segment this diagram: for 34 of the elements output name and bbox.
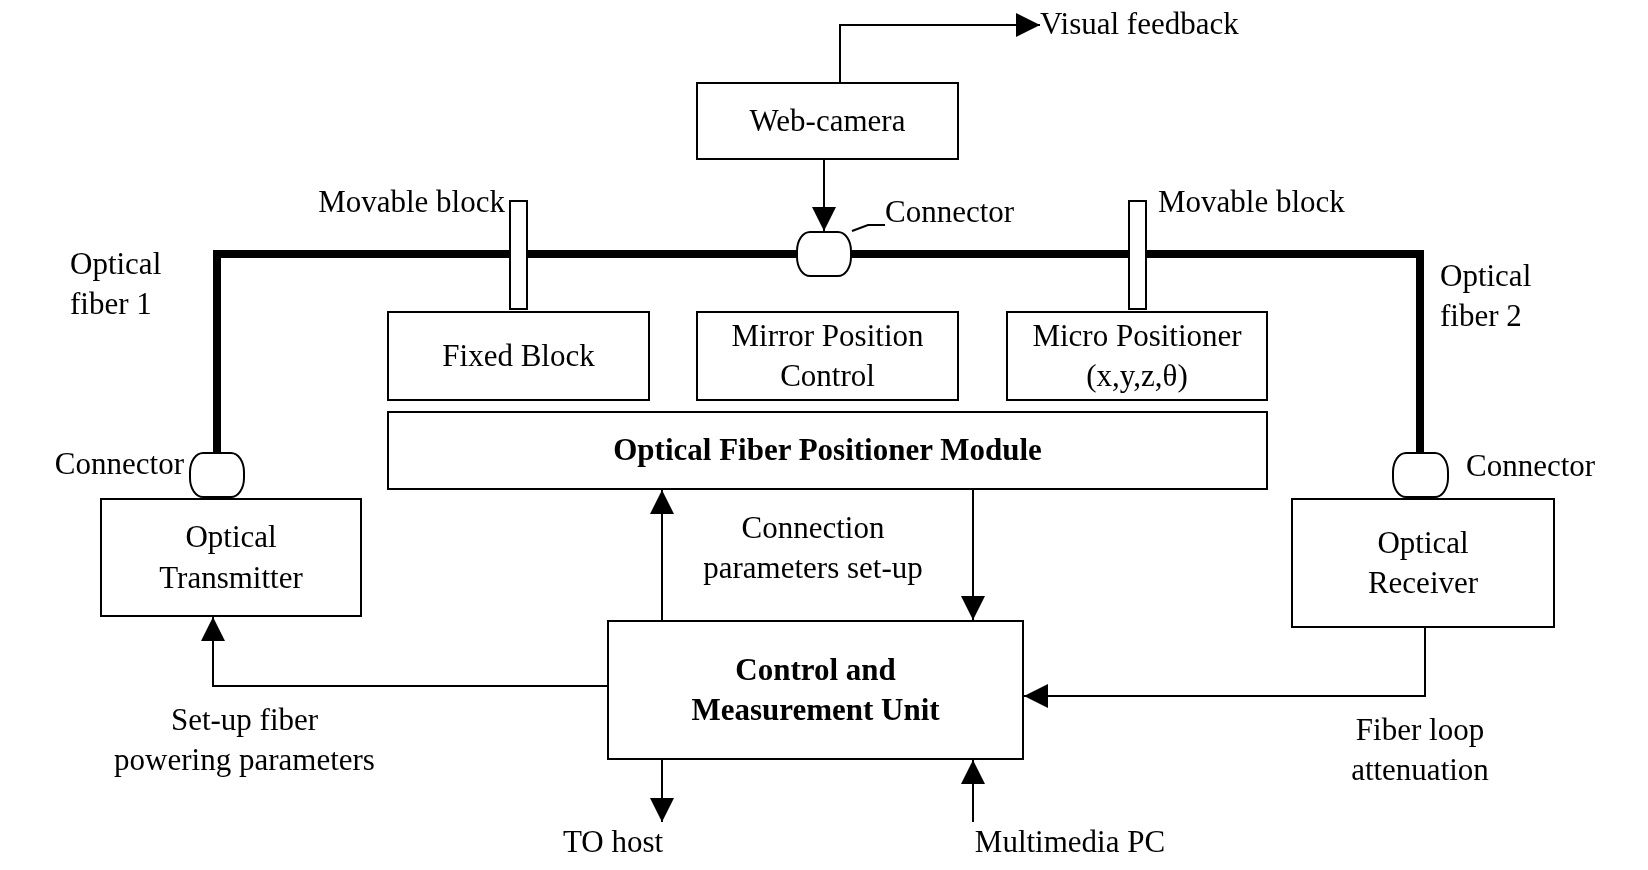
optical-fiber-line — [852, 250, 1424, 452]
leader-line — [851, 224, 886, 232]
arrow — [961, 759, 985, 823]
note-text: Optical fiber 2 — [1440, 257, 1533, 336]
arrow — [961, 489, 985, 621]
block-box: Control and Measurement Unit — [607, 620, 1024, 760]
optical-fiber-line — [213, 250, 796, 452]
arrow — [1023, 627, 1426, 708]
block-box: Micro Positioner (x,y,z,θ) — [1006, 311, 1268, 401]
arrow — [650, 489, 674, 621]
movable-block-bar — [509, 200, 528, 310]
block-box: Fixed Block — [387, 311, 650, 401]
arrow — [201, 616, 608, 687]
part-label: Movable block — [1158, 183, 1346, 221]
block-box: Optical Transmitter — [100, 498, 362, 617]
endpoint-text: Visual feedback — [1040, 4, 1310, 48]
part-label: Connector — [53, 445, 184, 483]
block-box: Optical Receiver — [1291, 498, 1555, 628]
part-label: Movable block — [317, 183, 505, 221]
note-text: Optical fiber 1 — [70, 245, 163, 324]
endpoint-text: TO host — [548, 822, 678, 866]
endpoint-text: Connector — [885, 192, 1055, 236]
block-box: Optical Fiber Positioner Module — [387, 411, 1268, 490]
block-box: Web-camera — [696, 82, 959, 160]
movable-block-bar — [1128, 200, 1147, 310]
arrow — [839, 13, 1041, 83]
endpoint-text: Multimedia PC — [945, 822, 1195, 866]
note-text: Connection parameters set-up — [702, 509, 924, 588]
block-box: Mirror Position Control — [696, 311, 959, 401]
arrow — [650, 759, 674, 823]
note-text: Fiber loop attenuation — [1350, 711, 1490, 790]
arrow — [812, 159, 836, 232]
part-label: Connector — [1466, 447, 1597, 485]
note-text: Set-up fiber powering parameters — [113, 701, 376, 780]
